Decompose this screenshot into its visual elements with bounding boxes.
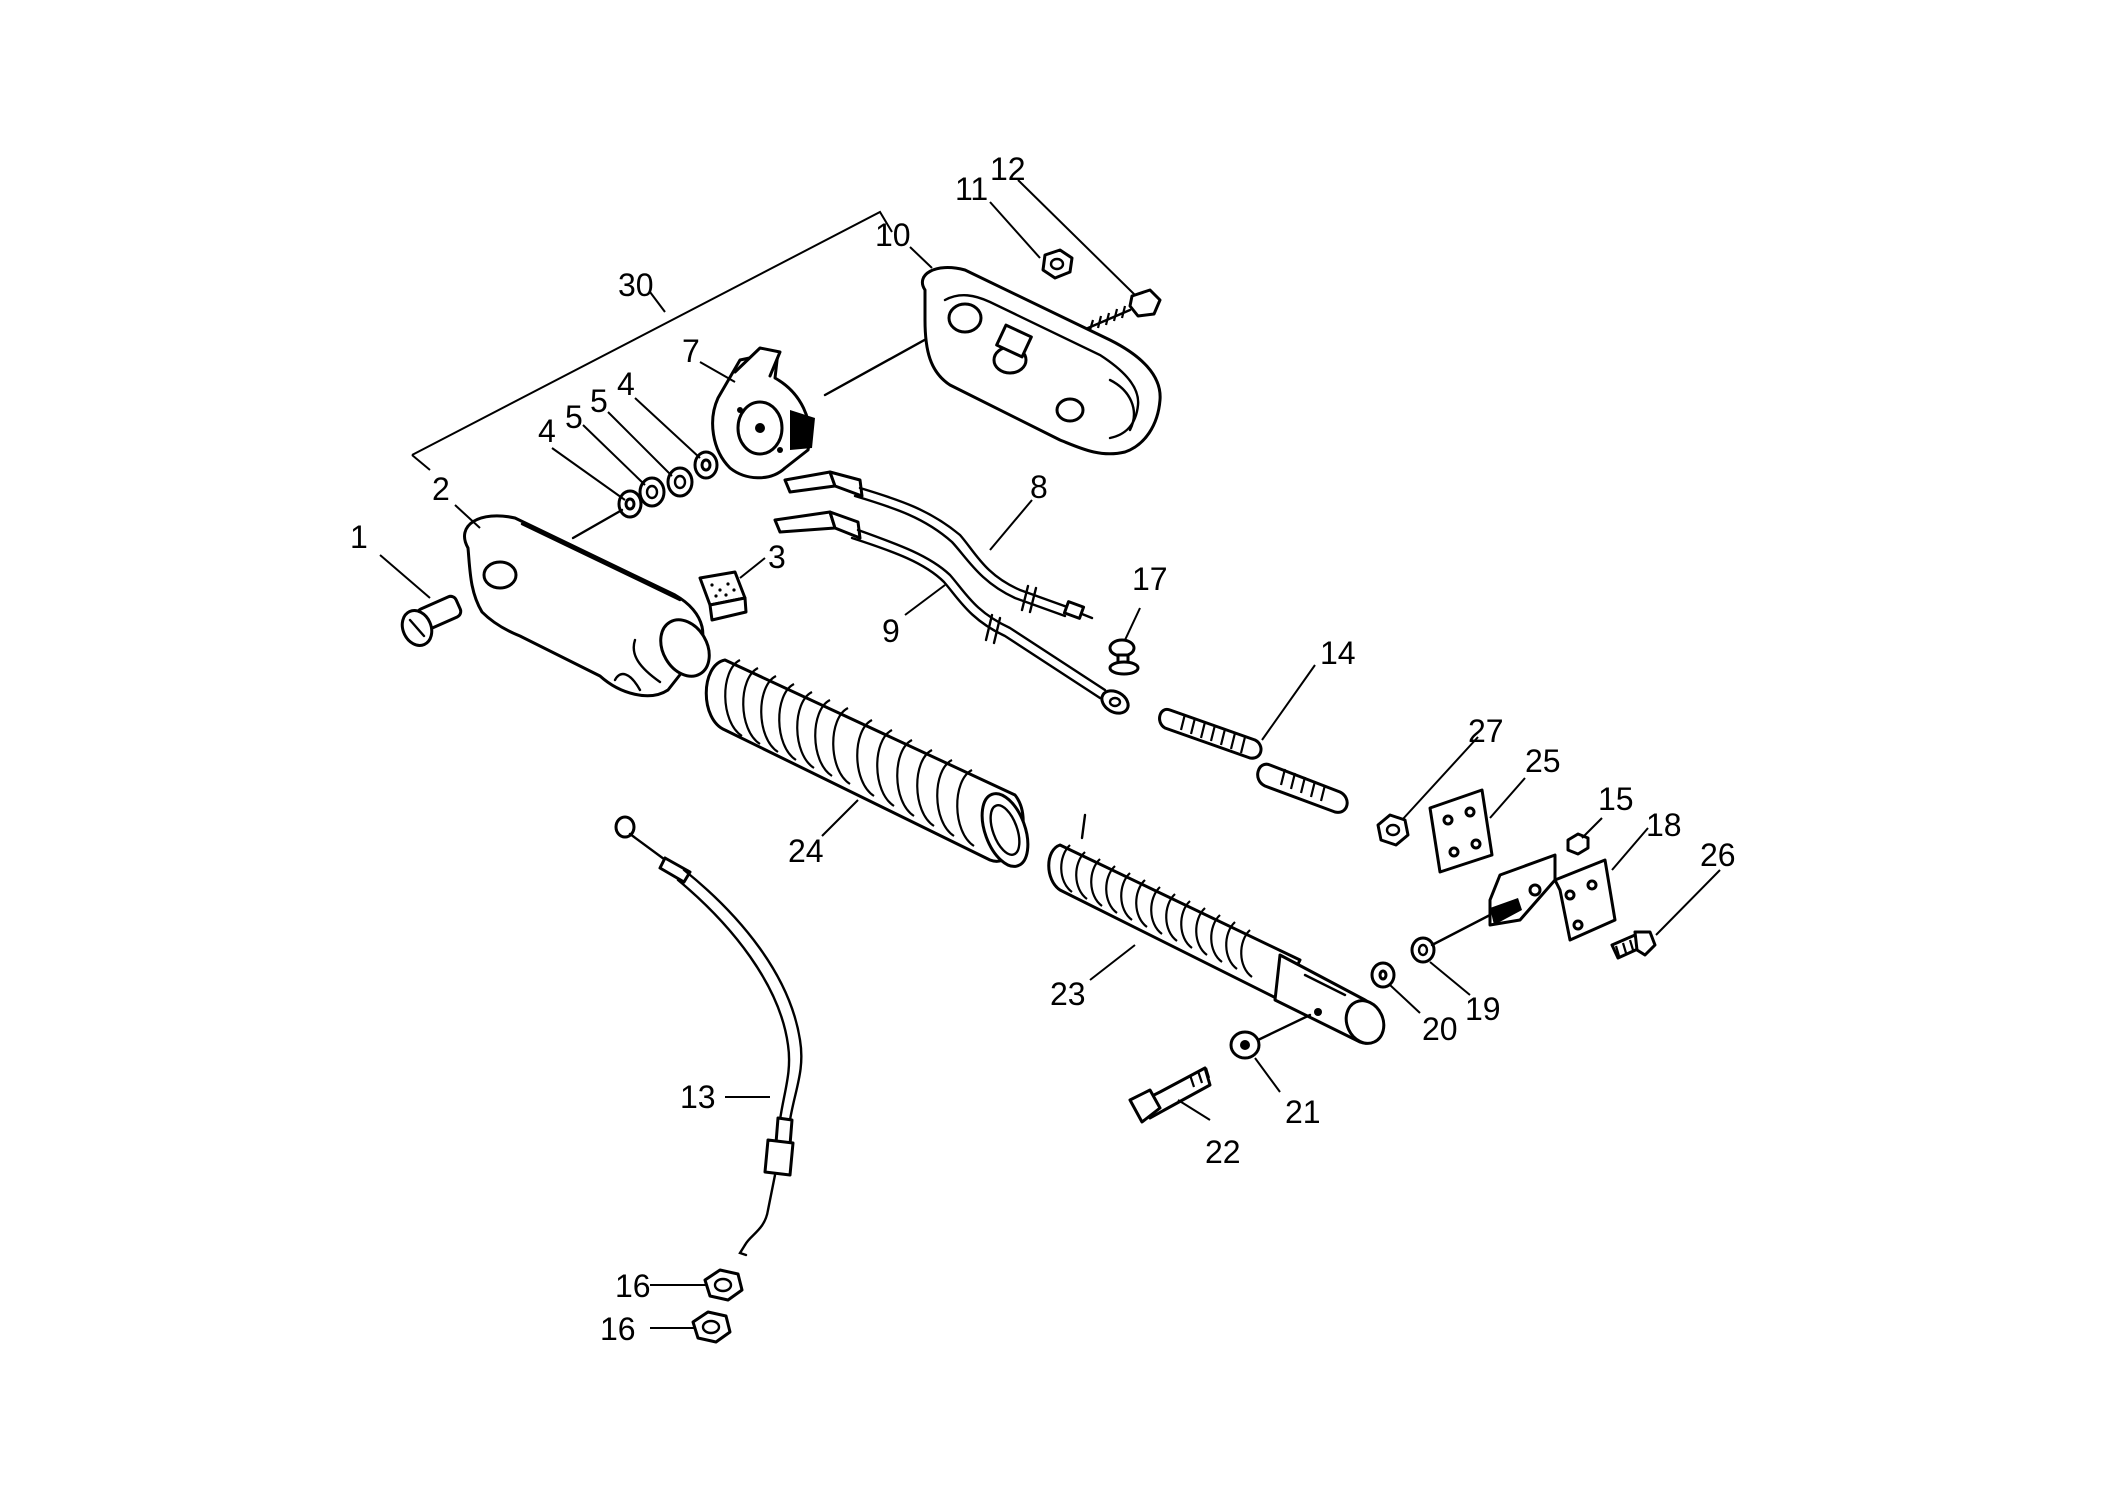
callout-5b: 5 [590,383,608,419]
callout-4b: 4 [617,366,635,402]
part-19-washer [1410,936,1436,964]
callout-22: 22 [1205,1134,1241,1170]
part-5-washer-a [638,476,666,508]
callout-1: 1 [350,519,368,555]
callout-13: 13 [680,1079,716,1115]
part-13-cable [614,815,803,1257]
callout-14: 14 [1320,635,1356,671]
callout-21: 21 [1285,1094,1321,1130]
part-27-nut [1376,813,1410,847]
part-15-nut [1566,832,1590,856]
part-1-screw [400,594,463,647]
callout-8: 8 [1030,469,1048,505]
callout-18: 18 [1646,807,1682,843]
callout-16a: 16 [615,1268,651,1304]
callout-2: 2 [432,471,450,507]
callout-24: 24 [788,833,824,869]
part-12-screw [1086,288,1162,331]
part-14-spring [1158,707,1349,814]
part-3-pad [698,570,748,622]
part-10-upper-housing [921,266,1162,456]
callout-19: 19 [1465,991,1501,1027]
part-4-washer-a [617,489,643,519]
part-18-bracket [1488,853,1617,942]
callout-25: 25 [1525,743,1561,779]
callout-26: 26 [1700,837,1736,873]
part-4-washer-b [693,450,719,480]
callout-30: 30 [618,267,654,303]
callout-3: 3 [768,539,786,575]
callout-5a: 5 [565,399,583,435]
callout-15: 15 [1598,781,1634,817]
callout-17: 17 [1132,561,1168,597]
part-22-bolt [1128,1066,1212,1124]
part-16-nut-b [691,1310,732,1344]
part-2-lower-housing [463,514,711,698]
callout-27: 27 [1468,713,1504,749]
callout-16b: 16 [600,1311,636,1347]
part-8-wire [783,470,1094,620]
leader-lines [379,179,1721,1329]
callout-20: 20 [1422,1011,1458,1047]
part-11-nut [1041,248,1074,280]
callout-11: 11 [955,171,988,207]
callout-7: 7 [682,333,700,369]
part-16-nut-a [703,1268,744,1302]
part-26-screw [1610,930,1657,960]
part-5-washer-b [666,466,694,498]
part-23-tube [1047,813,1386,1045]
part-24-grip-sleeve [704,658,1030,868]
assembly-30-bracket [411,210,893,471]
callout-23: 23 [1050,976,1086,1012]
callout-10: 10 [875,217,911,253]
part-25-plate [1428,788,1494,874]
part-21-washer [1229,1030,1261,1060]
callout-12: 12 [990,151,1026,187]
callout-4a: 4 [538,413,556,449]
part-9-wire [773,510,1130,715]
part-17-screw [1108,638,1140,676]
callout-labels: 1 2 3 4 5 5 4 7 8 9 10 11 12 13 14 15 16… [350,151,1736,1347]
part-20-washer [1370,961,1396,989]
part-7-switch-unit [711,346,815,480]
callout-9: 9 [882,613,900,649]
